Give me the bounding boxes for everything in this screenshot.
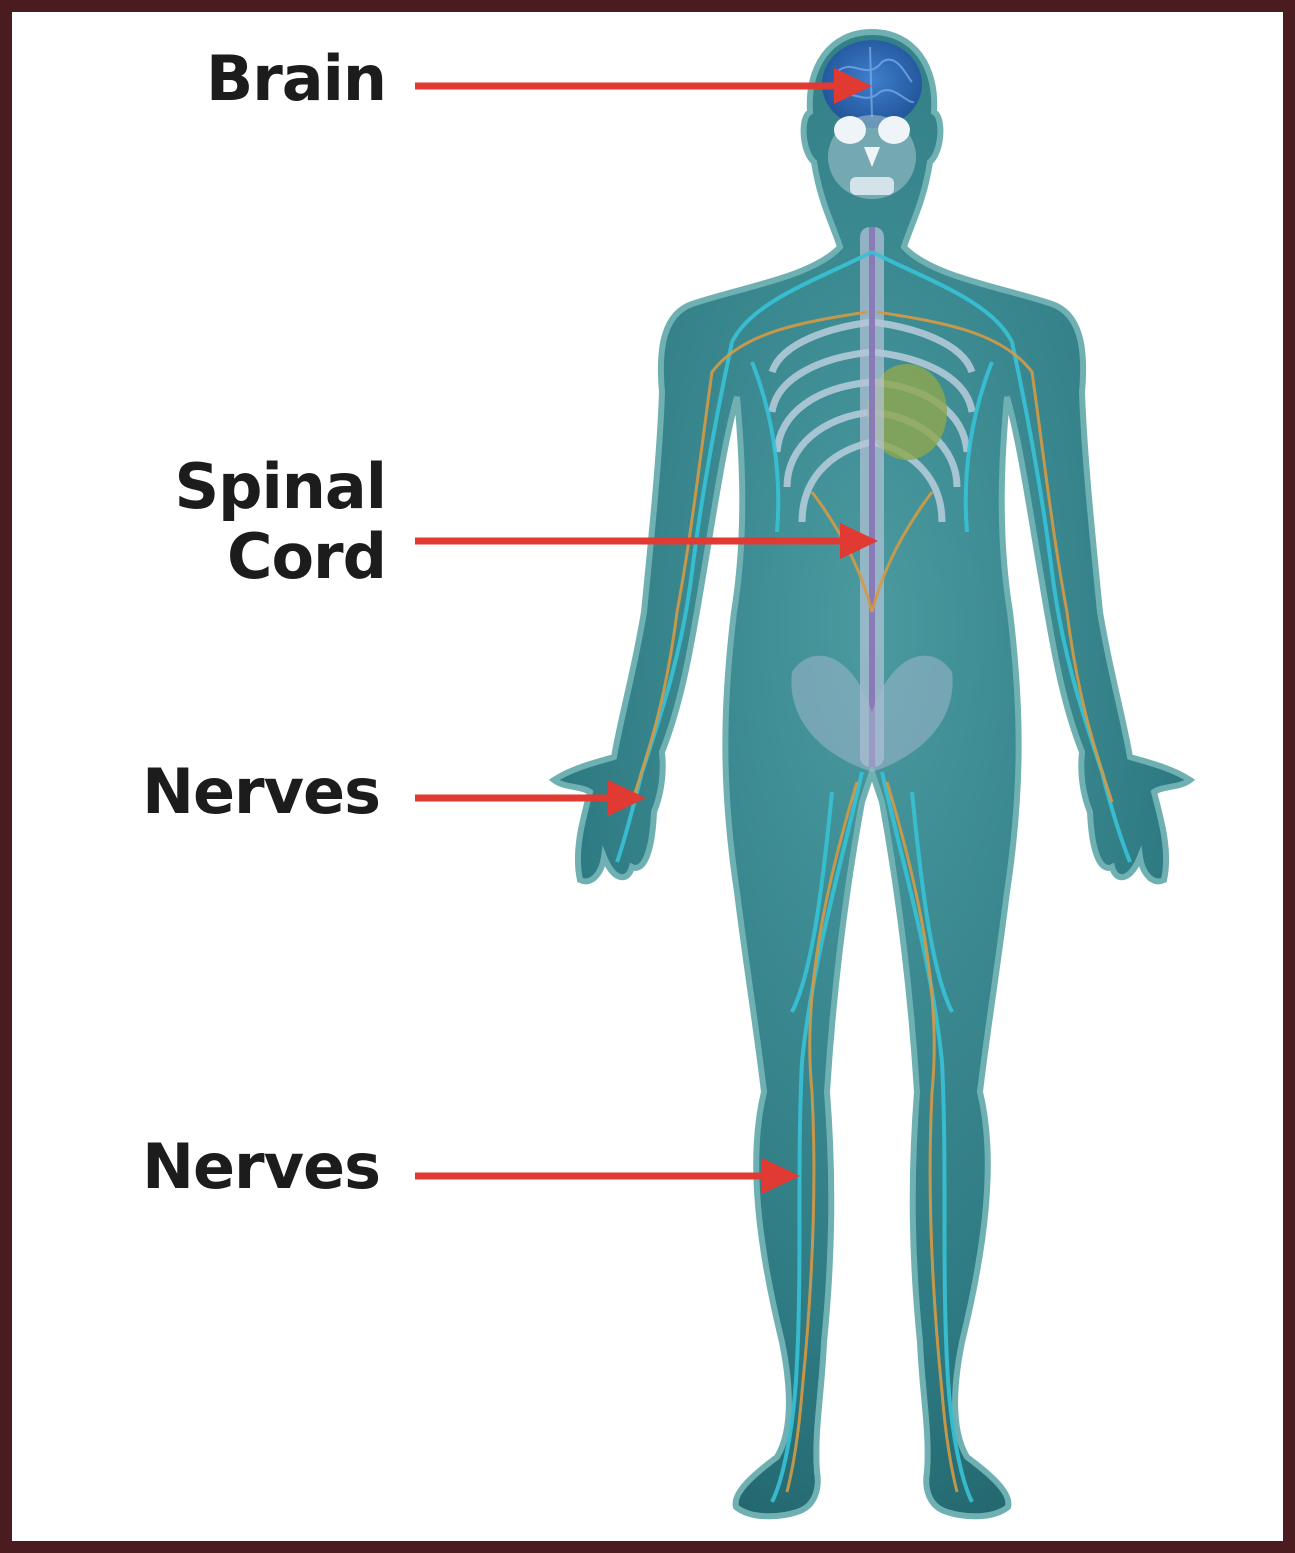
arrow-brain-icon xyxy=(415,68,872,104)
label-nerves-arm: Nerves xyxy=(142,757,380,827)
spinal-column xyxy=(860,227,884,767)
arrow-nerves-arm-icon xyxy=(415,780,646,816)
label-nerves-leg: Nerves xyxy=(142,1132,380,1202)
label-nerves-arm-text: Nerves xyxy=(142,757,380,827)
label-nerves-leg-text: Nerves xyxy=(142,1132,380,1202)
arrow-nerves-leg-icon xyxy=(415,1158,800,1194)
label-spinal-cord-line2: Cord xyxy=(174,522,386,592)
label-spinal-cord-line1: Spinal xyxy=(174,452,386,522)
label-spinal-cord: Spinal Cord xyxy=(174,452,386,592)
label-brain-text: Brain xyxy=(206,44,386,114)
skull-illustration xyxy=(828,115,916,199)
diagram-frame: Brain Spinal Cord Nerves Nerves xyxy=(12,12,1283,1541)
label-brain: Brain xyxy=(206,44,386,114)
